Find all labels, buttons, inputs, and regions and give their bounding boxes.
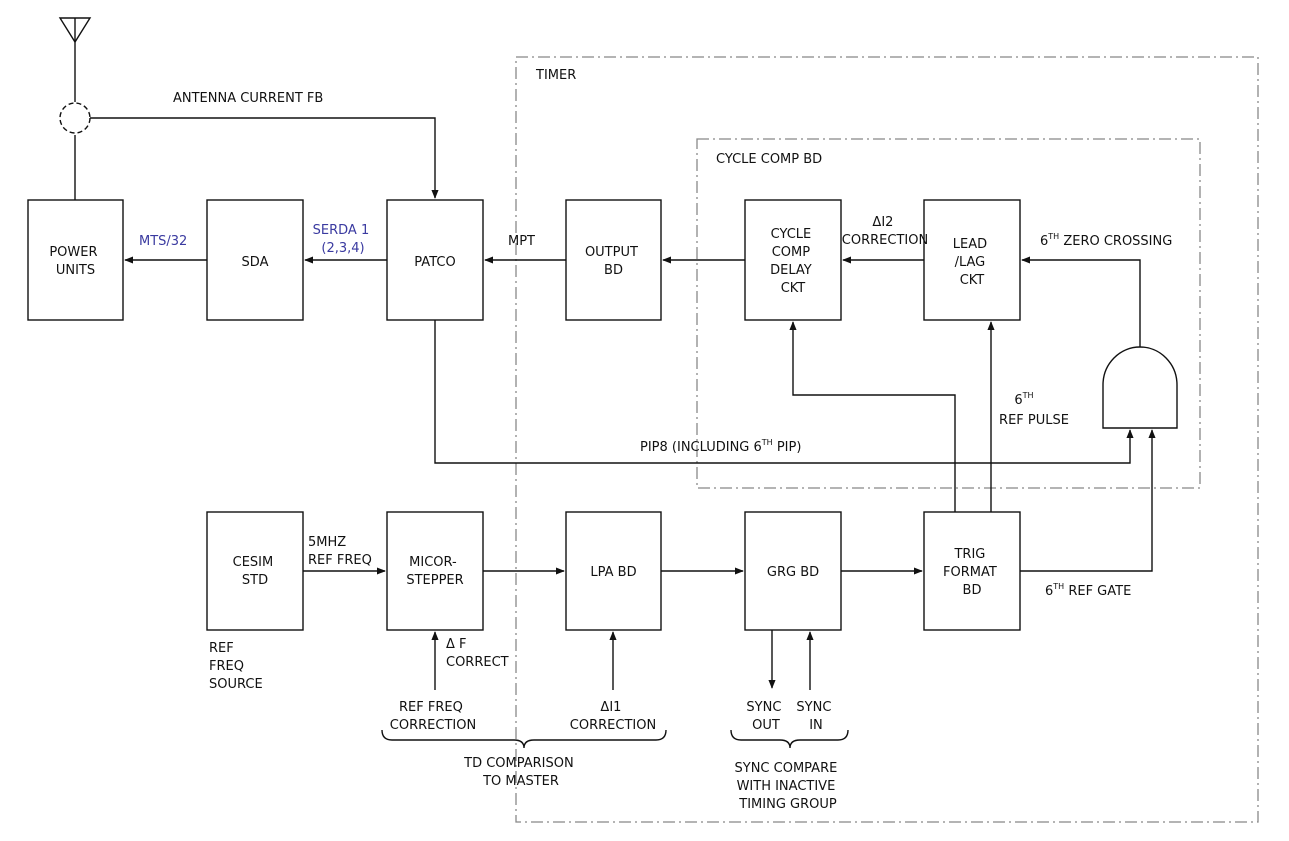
antenna-current-fb-label: ANTENNA CURRENT FB: [173, 91, 323, 106]
timer-label: TIMER: [535, 68, 576, 83]
output-bd-block: [565, 199, 662, 321]
cycle-comp-bd-region: [696, 138, 1201, 489]
power-units-block: [27, 199, 124, 321]
cesim-std-label: CESIM STD: [233, 555, 278, 588]
sda-label: SDA: [242, 255, 269, 270]
mpt-label: MPT: [508, 234, 535, 249]
cycle-comp-delay-label: CYCLE COMP DELAY CKT: [770, 227, 816, 296]
output-bd-label: OUTPUT BD: [585, 245, 642, 278]
lead-lag-block: [923, 199, 1021, 321]
delta-i2-label: ΔI2 CORRECTION: [842, 215, 928, 248]
sync-in-label: SYNC IN: [796, 700, 835, 733]
power-units-label: POWER UNITS: [49, 245, 101, 278]
ref-pulse-label: 6TH REF PULSE: [999, 387, 1069, 428]
mts32-label: MTS/32: [139, 234, 187, 249]
serda-label: SERDA 1 (2,3,4): [313, 223, 374, 256]
cycle-comp-bd-label: CYCLE COMP BD: [716, 152, 822, 167]
lead-lag-label: LEAD /LAG CKT: [953, 237, 992, 288]
cycle-comp-delay-block: [744, 199, 842, 321]
pip8-line: [434, 320, 1134, 464]
current-sensor-icon: [59, 102, 91, 134]
ref-freq-correction-label: REF FREQ CORRECTION: [390, 700, 476, 733]
patco-label: PATCO: [414, 255, 455, 270]
and-gate-icon: [1102, 346, 1178, 429]
gate-to-lead-line: [1021, 256, 1141, 347]
trig-format-label: TRIG FORMAT BD: [943, 547, 1001, 598]
delta-i1-label: ΔI1 CORRECTION: [570, 700, 656, 733]
td-comparison-brace: [381, 729, 667, 749]
ref-freq-5mhz-label: 5MHZ REF FREQ: [308, 535, 372, 568]
pip8-label: PIP8 (INCLUDING 6TH PIP): [640, 438, 801, 455]
lpa-bd-label: LPA BD: [590, 565, 636, 580]
sync-compare-label: SYNC COMPARE WITH INACTIVE TIMING GROUP: [735, 761, 842, 812]
grg-bd-block: [744, 511, 842, 631]
td-comparison-label: TD COMPARISON TO MASTER: [463, 756, 578, 789]
trig-format-block: [923, 511, 1021, 631]
micor-stepper-label: MICOR- STEPPER: [406, 555, 463, 588]
antenna-icon: [58, 17, 92, 200]
sync-out-label: SYNC OUT: [746, 700, 785, 733]
grg-bd-label: GRG BD: [767, 565, 819, 580]
timer-region: [515, 56, 1259, 823]
patco-block: [386, 199, 484, 321]
cesim-std-block: [206, 511, 304, 631]
sda-block: [206, 199, 304, 321]
micor-stepper-block: [386, 511, 484, 631]
ref-gate-label: 6TH REF GATE: [1045, 582, 1131, 599]
sync-compare-brace: [730, 729, 849, 749]
zero-crossing-label: 6TH ZERO CROSSING: [1040, 232, 1172, 249]
ref-gate-line: [1020, 429, 1156, 572]
delta-f-label: Δ F CORRECT: [446, 637, 509, 670]
trig-to-cycle-line: [789, 321, 956, 512]
antenna-fb-line: [90, 117, 439, 199]
ref-freq-source-label: REF FREQ SOURCE: [209, 641, 263, 692]
